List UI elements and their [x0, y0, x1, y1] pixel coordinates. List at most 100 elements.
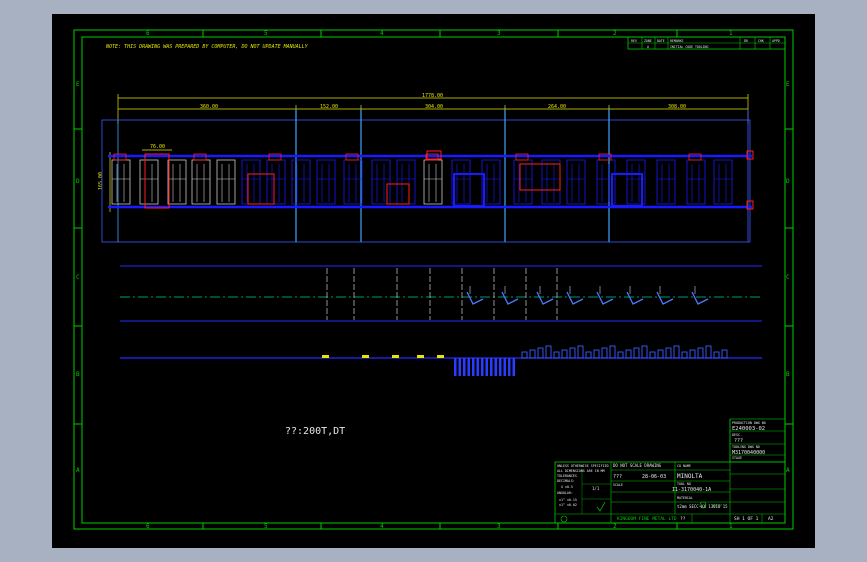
form-punch [553, 351, 560, 359]
general-note-8: ±1° ±0.02 [559, 503, 577, 507]
strip-station [481, 159, 501, 205]
rev-header-chk: CHK [758, 39, 764, 43]
tool-no: I1-3170040-1A [672, 487, 711, 493]
part-outline [481, 159, 501, 205]
pierce-punch [458, 358, 461, 376]
general-note-7: ±1° ±0.15 [559, 498, 577, 502]
highlight-box [688, 153, 702, 161]
part-outline [713, 159, 733, 205]
part-outline [139, 159, 159, 205]
zone-right-e: E [786, 81, 790, 88]
general-note-3: TOLERANCES [557, 474, 577, 478]
strip-station [241, 159, 261, 205]
zone-bottom-5: 5 [264, 523, 268, 530]
form-punch [577, 345, 584, 359]
part-no-label: PRODUCTION DWG NO [732, 421, 766, 425]
rev-row-remarks: INITIAL CODE TOOLING [670, 45, 708, 49]
die-block [453, 173, 485, 207]
highlight-box [519, 163, 561, 191]
zone-right-c: C [786, 274, 790, 281]
strip-station [316, 159, 336, 205]
strip-station [191, 153, 211, 205]
form-punch [585, 351, 592, 359]
dim-overall: 1778.00 [422, 93, 443, 99]
inner-border [81, 36, 786, 524]
scale-value: 1/1 [592, 486, 600, 491]
strip-station [451, 159, 471, 205]
customer-label: CU NAME [677, 464, 691, 468]
company-name: KINGDOM FINE METAL LTD [617, 516, 677, 522]
part-outline [513, 159, 533, 205]
part-outline [316, 159, 336, 205]
strip-station [686, 153, 706, 205]
part-outline [167, 159, 187, 205]
form-punch [649, 351, 656, 359]
guide-pin [362, 355, 369, 358]
pierce-punch [485, 358, 488, 376]
part-outline [291, 159, 311, 205]
strip-station [541, 159, 561, 205]
rev-header-remarks: REMARKS [670, 39, 684, 43]
form-punch [601, 347, 608, 359]
part-outline [686, 159, 706, 205]
form-punch [569, 347, 576, 359]
section-parts [326, 268, 709, 320]
zone-top-5: 5 [264, 30, 268, 37]
part-outline [566, 159, 586, 205]
form-punch [633, 347, 640, 359]
zone-right-b: B [786, 371, 790, 378]
form-punch [665, 347, 672, 359]
strip-parts [111, 150, 754, 210]
strip-station [396, 159, 416, 205]
highlight-box [746, 200, 754, 210]
highlight-box [426, 150, 442, 160]
part-outline [191, 159, 211, 205]
dim-section-5: 308.00 [668, 104, 686, 110]
zone-left-d: D [76, 178, 80, 185]
strip-station [566, 159, 586, 205]
general-note-1: UNLESS OTHERWISE SPECIFIED [557, 464, 609, 468]
pierce-punch [508, 358, 511, 376]
rev-header-rev: REV [631, 39, 637, 43]
highlight-box [598, 153, 612, 161]
rev-header-zone: ZONE [644, 39, 652, 43]
part-outline [423, 159, 443, 205]
pierce-punch [467, 358, 470, 376]
form-punch [593, 349, 600, 359]
zone-bottom-4: 4 [380, 523, 384, 530]
zone-bottom-1: 1 [729, 523, 733, 530]
strip-station [111, 153, 131, 205]
general-note-5: X ±0.5 [561, 485, 573, 489]
die-block [611, 173, 643, 207]
stage-label: STAGE [732, 456, 742, 460]
part-outline [451, 159, 471, 205]
form-punch [561, 349, 568, 359]
pierce-punch [472, 358, 475, 376]
guide-pin [392, 355, 399, 358]
dim-section-3: 304.00 [425, 104, 443, 110]
drawing-no: M3170040000 [732, 450, 765, 456]
bend-profile [566, 291, 584, 305]
cad-viewport[interactable]: 6 5 4 3 2 1 6 5 4 3 2 1 E D C B A E D C … [52, 14, 815, 548]
dim-section-1: 360.00 [200, 104, 218, 110]
strip-station [626, 159, 646, 205]
zone-top-2: 2 [613, 30, 617, 37]
highlight-box [746, 150, 754, 160]
bend-profile [501, 291, 519, 305]
strip-station [656, 159, 676, 205]
dim-section-4: 264.00 [548, 104, 566, 110]
zone-top-6: 6 [146, 30, 150, 37]
bend-profile [536, 291, 554, 305]
pierce-punch [481, 358, 484, 376]
strip-station [216, 159, 236, 205]
zone-top-3: 3 [497, 30, 501, 37]
zone-right-d: D [786, 178, 790, 185]
strip-station [513, 153, 533, 205]
press-label: ??:200T,DT [285, 426, 345, 437]
highlight-box [113, 153, 127, 161]
do-not-scale: DO NOT SCALE DRAWING [613, 463, 662, 468]
bend-profile [626, 291, 644, 305]
zone-left-e: E [76, 81, 80, 88]
zone-left-c: C [76, 274, 80, 281]
form-punch [521, 351, 528, 359]
